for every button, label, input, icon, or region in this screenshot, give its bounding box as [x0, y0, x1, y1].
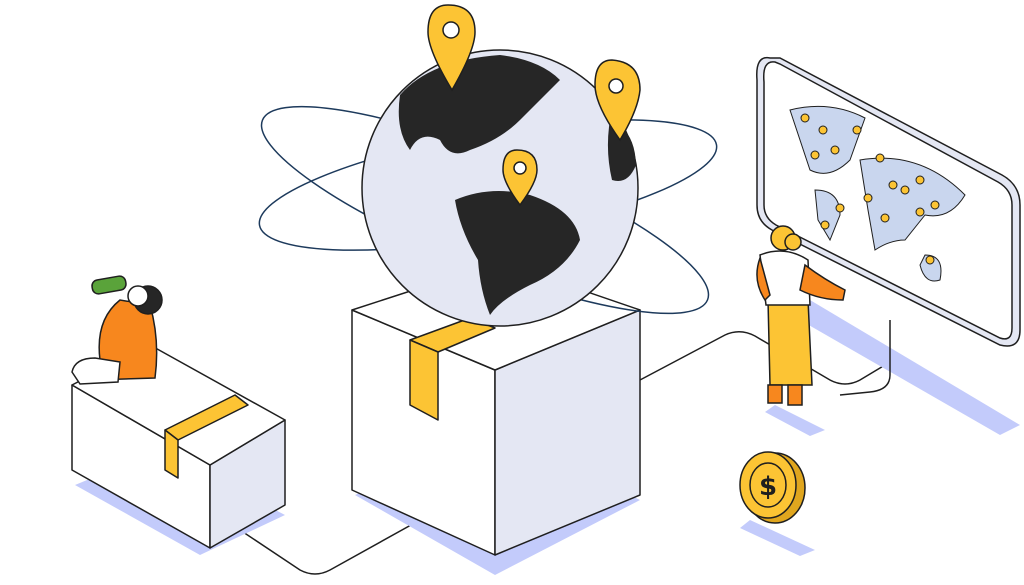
south-america: [455, 191, 580, 315]
coin: [739, 451, 806, 524]
person-at-screen: [756, 225, 846, 406]
screen-stand: [839, 320, 891, 396]
africa-edge: [607, 120, 636, 181]
person-with-binoculars: [71, 275, 163, 385]
globe: [361, 49, 639, 327]
location-pins: [427, 4, 641, 207]
coin-dollar-symbol: $: [759, 472, 777, 502]
map-screen: [756, 56, 1021, 347]
north-america: [398, 55, 560, 154]
